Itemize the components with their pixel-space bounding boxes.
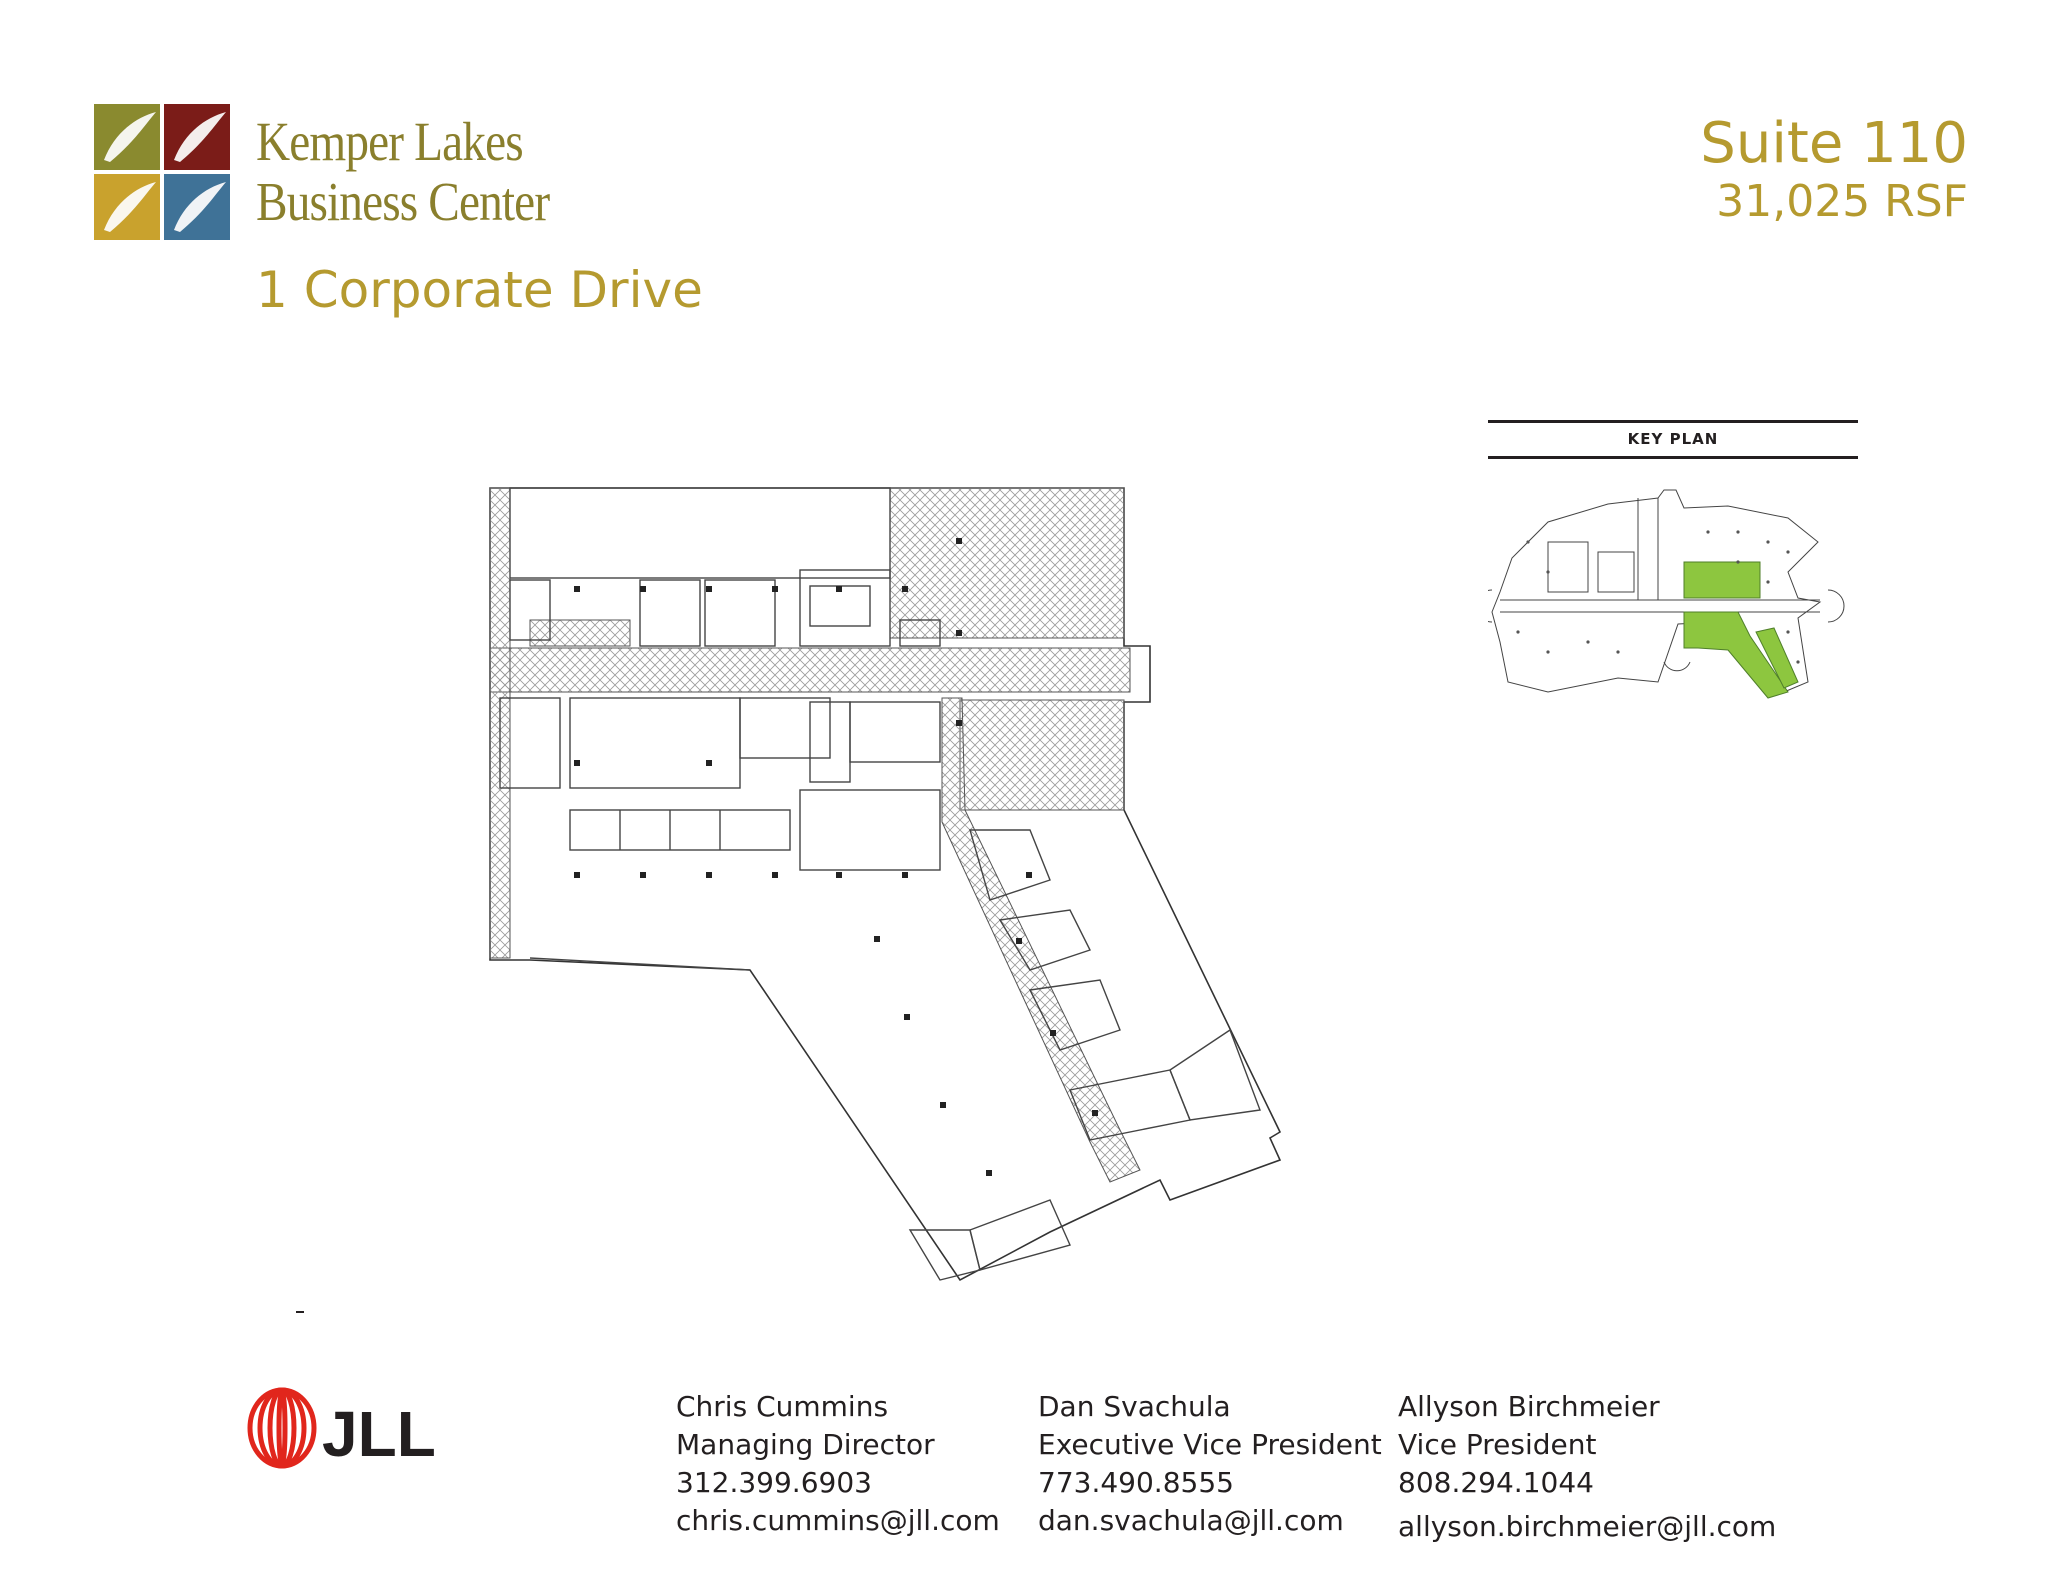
contact-title: Executive Vice President — [1038, 1428, 1382, 1461]
contact-name: Chris Cummins — [676, 1390, 889, 1423]
brand-name: Kemper Lakes Business Center — [256, 111, 550, 232]
suite-title: Suite 110 — [1700, 111, 1968, 176]
svg-text:JLL: JLL — [322, 1398, 434, 1470]
contact-title: Vice President — [1398, 1428, 1597, 1461]
kemper-lakes-logo-icon — [94, 104, 230, 240]
key-plan: KEY PLAN — [1488, 420, 1858, 780]
property-address: 1 Corporate Drive — [256, 261, 703, 319]
contact-name: Dan Svachula — [1038, 1390, 1231, 1423]
contact-title: Managing Director — [676, 1428, 935, 1461]
contact-card: Allyson Birchmeier Vice President 808.29… — [1398, 1388, 1776, 1546]
jll-logo-icon: JLL — [247, 1387, 434, 1470]
contact-phone[interactable]: 312.399.6903 — [676, 1466, 872, 1499]
contact-card: Chris Cummins Managing Director 312.399.… — [676, 1388, 1000, 1540]
key-plan-rule-bottom — [1488, 456, 1858, 459]
floor-plan-drawing — [489, 487, 1282, 1282]
contact-phone[interactable]: 808.294.1044 — [1398, 1466, 1594, 1499]
key-plan-rule-top — [1488, 420, 1858, 423]
contact-card: Dan Svachula Executive Vice President 77… — [1038, 1388, 1382, 1540]
suite-rsf: 31,025 RSF — [1716, 176, 1968, 227]
brand-name-line1: Kemper Lakes — [256, 111, 524, 172]
key-plan-drawing — [1488, 489, 1845, 699]
contact-email[interactable]: chris.cummins@jll.com — [676, 1504, 1000, 1537]
contact-phone[interactable]: 773.490.8555 — [1038, 1466, 1234, 1499]
contact-name: Allyson Birchmeier — [1398, 1390, 1660, 1423]
key-plan-label: KEY PLAN — [1627, 430, 1719, 448]
brand-name-line2: Business Center — [256, 171, 550, 232]
contact-email[interactable]: dan.svachula@jll.com — [1038, 1504, 1344, 1537]
scale-mark — [296, 1311, 304, 1313]
contact-email[interactable]: allyson.birchmeier@jll.com — [1398, 1510, 1777, 1543]
